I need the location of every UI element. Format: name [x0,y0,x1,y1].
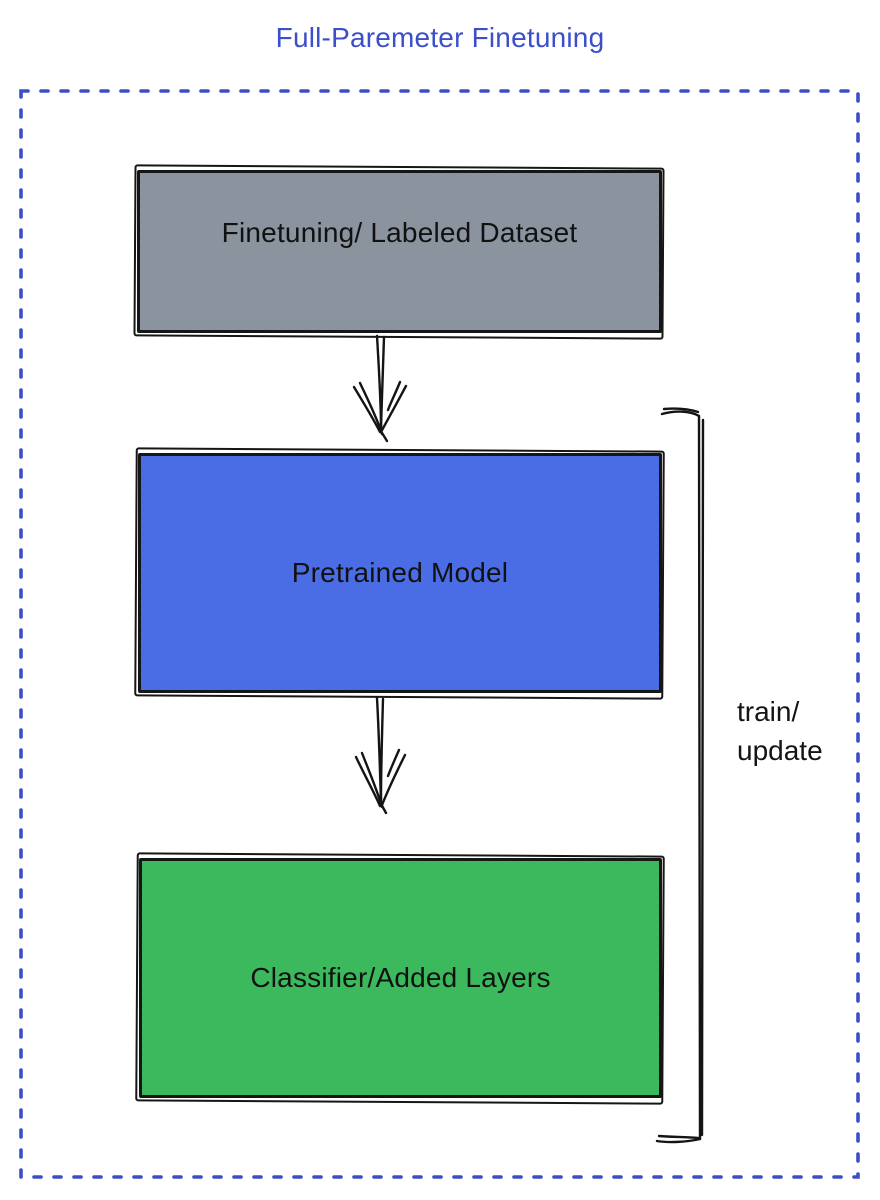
train-update-bracket [655,407,705,1144]
diagram-title: Full-Paremeter Finetuning [275,22,605,53]
node-classifier-added-layers: Classifier/Added Layers [139,858,662,1098]
node-finetuning-dataset-label: Finetuning/ Labeled Dataset [221,216,578,248]
arrow-pretrained-to-classifier [354,696,407,815]
node-pretrained-model: Pretrained Model [138,453,662,693]
node-finetuning-dataset: Finetuning/ Labeled Dataset [137,170,662,333]
arrow-dataset-to-pretrained [352,334,408,443]
train-update-label: train/ update [737,696,823,767]
node-pretrained-model-label: Pretrained Model [291,557,509,588]
node-classifier-added-layers-label: Classifier/Added Layers [250,962,551,993]
